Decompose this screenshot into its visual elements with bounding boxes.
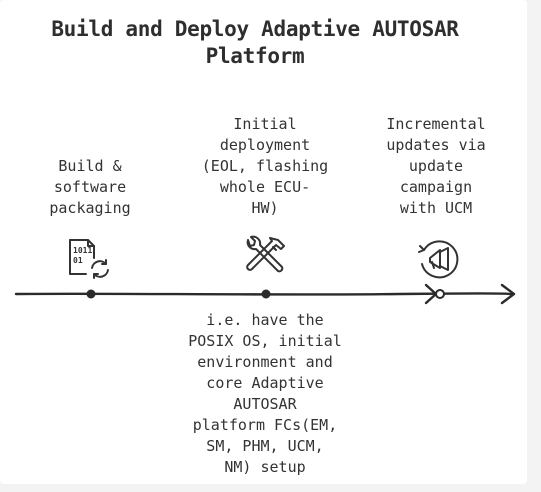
- binary-file-refresh-icon: 1011 01: [64, 236, 116, 284]
- svg-text:1011: 1011: [73, 246, 92, 255]
- diagram-title: Build and Deploy Adaptive AUTOSAR Platfo…: [51, 17, 459, 68]
- svg-text:01: 01: [73, 256, 83, 265]
- megaphone-cycle-icon: [414, 236, 466, 284]
- diagram-card: Build and Deploy Adaptive AUTOSAR Platfo…: [0, 0, 527, 484]
- stage-label-incremental-updates: Incremental updates via update campaign …: [386, 115, 486, 217]
- stage-label-initial-deployment: Initial deployment (EOL, flashing whole …: [201, 115, 329, 217]
- milestone-marker-incremental-updates: [424, 283, 445, 305]
- stage-label-build: Build & software packaging: [49, 157, 131, 217]
- milestone-marker-build: [86, 289, 96, 299]
- initial-deployment-note: i.e. have the POSIX OS, initial environm…: [188, 311, 342, 476]
- milestone-marker-initial-deployment: [261, 289, 271, 299]
- wrench-hammer-icon: [240, 234, 290, 286]
